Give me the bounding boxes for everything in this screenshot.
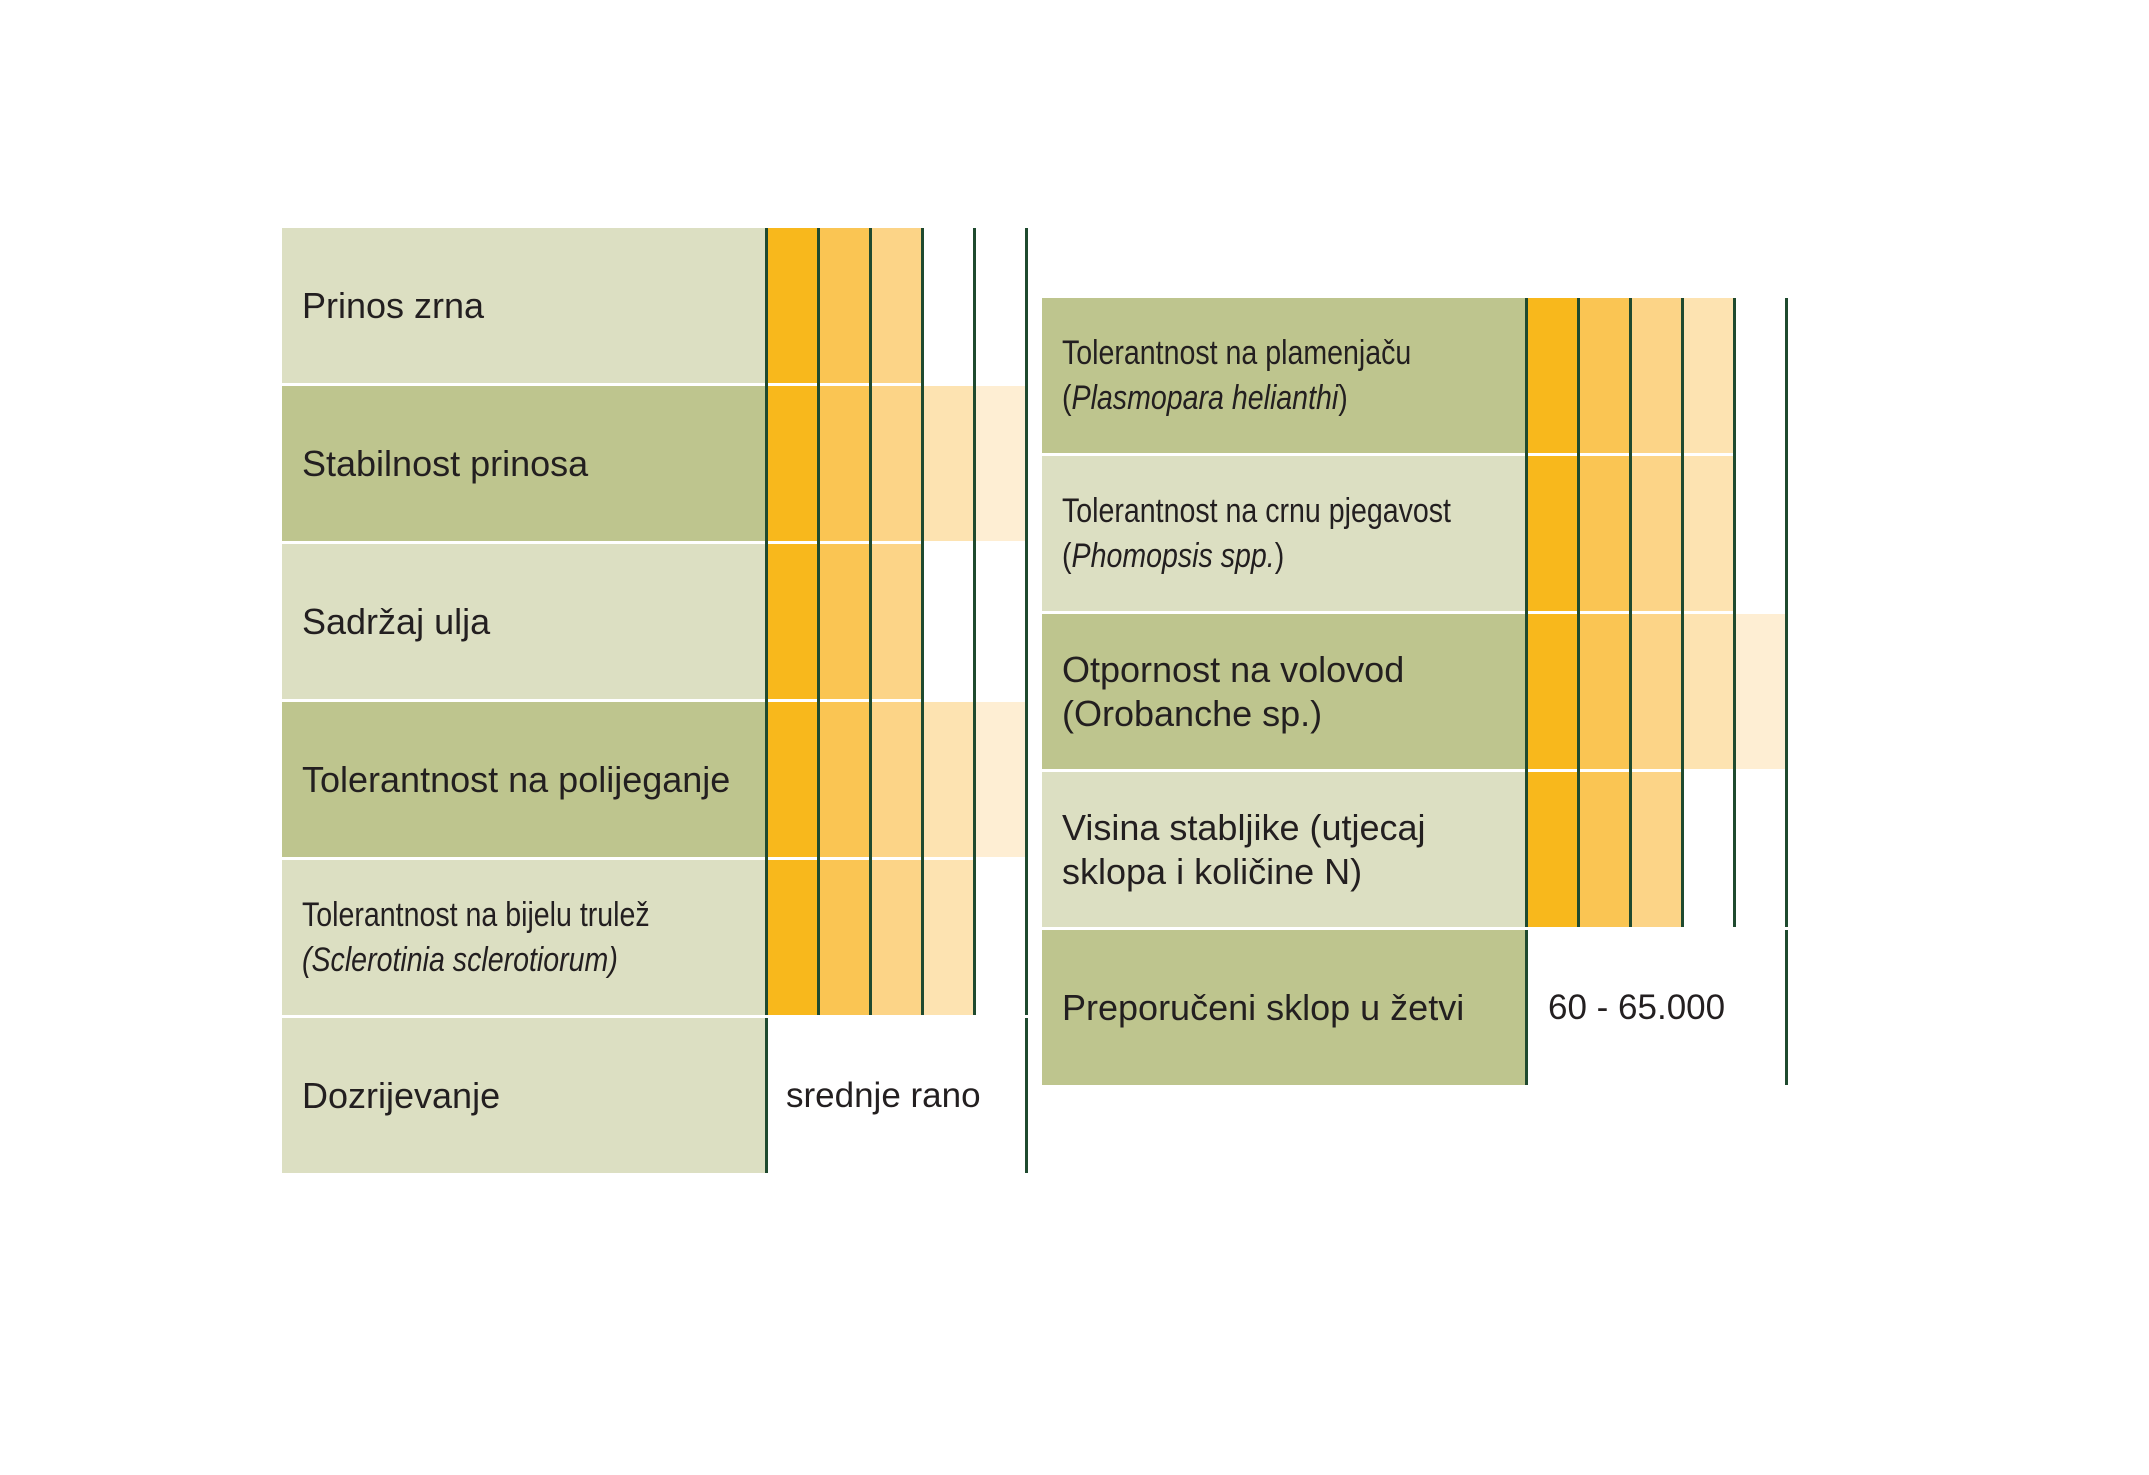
row-tolerantnost-polijeganje: Tolerantnost na polijeganje [282, 702, 767, 857]
rating-segment-4 [1683, 298, 1735, 453]
grid-line [1629, 298, 1632, 927]
rating-segment-2 [819, 386, 871, 541]
rating-segment-3 [1631, 298, 1683, 453]
grid-line [1785, 298, 1788, 927]
rating-bar-otpornost-volovod [1527, 614, 1787, 769]
grid-line [765, 1018, 768, 1173]
row-label: Visina stabljike (utjecaj sklopa i količ… [1062, 806, 1426, 892]
row-dozrijevanje: Dozrijevanje [282, 1018, 767, 1173]
grid-line [921, 228, 924, 1015]
rating-segment-1 [767, 386, 819, 541]
rating-segment-2 [1579, 772, 1631, 927]
row-label: Sadržaj ulja [302, 600, 491, 642]
row-label: Tolerantnost na polijeganje [302, 758, 731, 800]
row-tolerantnost-bijela-trulez: Tolerantnost na bijelu trulež (Sclerotin… [282, 860, 767, 1015]
rating-segment-1 [767, 544, 819, 699]
row-sadrzaj-ulja: Sadržaj ulja [282, 544, 767, 699]
row-stabilnost-prinosa: Stabilnost prinosa [282, 386, 767, 541]
rating-segment-3 [871, 228, 923, 383]
grid-line [1577, 298, 1580, 927]
preporuceni-sklop-value: 60 - 65.000 [1548, 987, 1726, 1027]
rating-bar-sadrzaj-ulja [767, 544, 1027, 699]
rating-segment-3 [871, 544, 923, 699]
rating-segment-2 [1579, 456, 1631, 611]
rating-segment-1 [767, 228, 819, 383]
rating-segment-3 [1631, 614, 1683, 769]
rating-segment-2 [819, 544, 871, 699]
dozrijevanje-value: srednje rano [786, 1075, 981, 1115]
row-label: Tolerantnost na crnu pjegavost (Phomopsi… [1062, 491, 1451, 575]
rating-segment-3 [871, 386, 923, 541]
rating-bar-tolerantnost-polijeganje [767, 702, 1027, 857]
grid-line [1785, 930, 1788, 1085]
rating-segment-4 [923, 386, 975, 541]
grid-line [1733, 298, 1736, 927]
rating-bar-prinos-zrna [767, 228, 1027, 383]
grid-line [817, 228, 820, 1015]
left-rating-table: Prinos zrna Stabilnost prinosa Sadržaj u… [282, 228, 1032, 1173]
grid-line [869, 228, 872, 1015]
grid-line [1025, 1018, 1028, 1173]
rating-segment-4 [923, 860, 975, 1015]
row-label: Otpornost na volovod (Orobanche sp.) [1062, 648, 1405, 734]
row-otpornost-volovod: Otpornost na volovod (Orobanche sp.) [1042, 614, 1527, 769]
rating-segment-1 [1527, 298, 1579, 453]
rating-segment-1 [1527, 456, 1579, 611]
rating-segment-3 [871, 702, 923, 857]
rating-segment-4 [1683, 456, 1735, 611]
rating-bar-stabilnost-prinosa [767, 386, 1027, 541]
rating-bar-visina-stabljike [1527, 772, 1787, 927]
row-label: Tolerantnost na bijelu trulež (Sclerotin… [302, 895, 650, 979]
rating-segment-1 [767, 702, 819, 857]
rating-segment-5 [1735, 614, 1787, 769]
rating-segment-2 [819, 702, 871, 857]
rating-segment-3 [871, 860, 923, 1015]
rating-segment-4 [923, 702, 975, 857]
row-prinos-zrna: Prinos zrna [282, 228, 767, 383]
right-rating-table: Tolerantnost na plamenjaču (Plasmopara h… [1042, 298, 1792, 1088]
grid-line [1681, 298, 1684, 927]
grid-line [1525, 298, 1528, 927]
grid-line [1525, 930, 1528, 1085]
rating-segment-5 [975, 386, 1027, 541]
rating-bar-tolerantnost-plamenjaca [1527, 298, 1787, 453]
rating-segment-3 [1631, 456, 1683, 611]
row-label: Prinos zrna [302, 284, 485, 326]
row-label: Dozrijevanje [302, 1074, 501, 1116]
row-tolerantnost-crna-pjegavost: Tolerantnost na crnu pjegavost (Phomopsi… [1042, 456, 1527, 611]
rating-segment-1 [1527, 614, 1579, 769]
grid-line [1025, 228, 1028, 1015]
rating-segment-2 [1579, 614, 1631, 769]
rating-segment-5 [975, 702, 1027, 857]
rating-segment-1 [1527, 772, 1579, 927]
rating-bar-tolerantnost-bijela-trulez [767, 860, 1027, 1015]
row-label: Preporučeni sklop u žetvi [1062, 986, 1465, 1028]
rating-segment-2 [819, 860, 871, 1015]
rating-segment-3 [1631, 772, 1683, 927]
row-visina-stabljike: Visina stabljike (utjecaj sklopa i količ… [1042, 772, 1527, 927]
rating-bar-tolerantnost-crna-pjegavost [1527, 456, 1787, 611]
rating-segment-4 [1683, 614, 1735, 769]
rating-segment-2 [819, 228, 871, 383]
rating-segment-1 [767, 860, 819, 1015]
grid-line [765, 228, 768, 1015]
grid-line [973, 228, 976, 1015]
row-label: Tolerantnost na plamenjaču (Plasmopara h… [1062, 333, 1412, 417]
row-label: Stabilnost prinosa [302, 442, 589, 484]
rating-segment-2 [1579, 298, 1631, 453]
row-preporuceni-sklop: Preporučeni sklop u žetvi [1042, 930, 1527, 1085]
row-tolerantnost-plamenjaca: Tolerantnost na plamenjaču (Plasmopara h… [1042, 298, 1527, 453]
